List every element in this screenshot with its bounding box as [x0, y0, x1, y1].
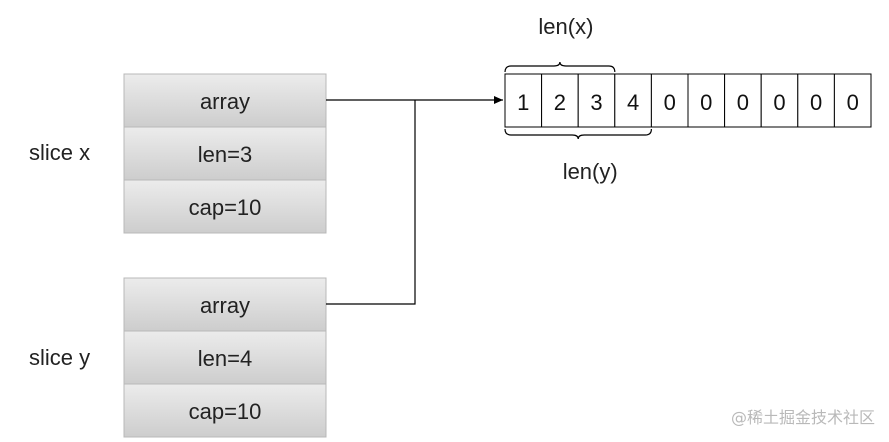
slice-x-label: slice x [29, 140, 91, 165]
array-cell-box [797, 73, 835, 128]
array-cell: 3 [577, 73, 616, 128]
array-cell-box [650, 73, 689, 128]
slice-x-cap-label: cap=10 [189, 195, 262, 220]
slice-x-cap-field: cap=10 [123, 179, 327, 234]
array-cell-box [541, 73, 579, 128]
slice-x-len-label: len=3 [198, 142, 252, 167]
pointer-connectors [326, 96, 503, 305]
slice-y-len-field: len=4 [123, 330, 327, 385]
array-cell-box [614, 73, 652, 128]
watermark: @稀土掘金技术社区 [730, 408, 875, 427]
array-cell-box [687, 73, 726, 128]
array-cell: 2 [541, 73, 579, 128]
slice-x-array-label: array [200, 89, 250, 114]
slice-y-pointer-line [326, 100, 416, 305]
slice-x-struct: array len=3 cap=10 [123, 73, 327, 234]
array-cell-box [577, 73, 616, 128]
array-cell: 0 [797, 73, 835, 128]
array-cell-value: 3 [590, 90, 602, 115]
array-cell: 0 [724, 73, 762, 128]
slice-x-array-field: array [123, 73, 327, 128]
array-cell-value: 1 [517, 90, 529, 115]
len-x-brace: len(x) [504, 14, 616, 73]
array-cell-box [833, 73, 872, 128]
slice-y-label: slice y [29, 345, 91, 370]
array-cell: 0 [833, 73, 872, 128]
array-cell: 1 [504, 73, 543, 128]
slice-y-cap-field: cap=10 [123, 383, 327, 438]
array-cell-box [760, 73, 799, 128]
array-cell-value: 2 [554, 90, 566, 115]
slice-y-cap-label: cap=10 [189, 399, 262, 424]
len-y-label: len(y) [563, 159, 618, 184]
array-cell-value: 0 [810, 90, 822, 115]
array-cell-value: 0 [700, 90, 712, 115]
slice-y-len-label: len=4 [198, 346, 252, 371]
len-x-label: len(x) [538, 14, 593, 39]
slice-x-len-field: len=3 [123, 126, 327, 181]
array-cell: 0 [687, 73, 726, 128]
len-y-brace-shape [504, 128, 652, 140]
slice-y-array-label: array [200, 293, 250, 318]
len-y-brace: len(y) [504, 128, 652, 184]
array-cell-value: 0 [847, 90, 859, 115]
slice-y-array-field: array [123, 277, 327, 332]
array-cell: 0 [760, 73, 799, 128]
array-cell-value: 0 [737, 90, 749, 115]
slice-y-struct: array len=4 cap=10 [123, 277, 327, 438]
array-cell-value: 4 [627, 90, 639, 115]
array-cell-value: 0 [664, 90, 676, 115]
array-cell-box [504, 73, 543, 128]
array-cell: 0 [650, 73, 689, 128]
array-cell: 4 [614, 73, 652, 128]
array-cell-value: 0 [773, 90, 785, 115]
len-x-brace-shape [504, 61, 616, 73]
